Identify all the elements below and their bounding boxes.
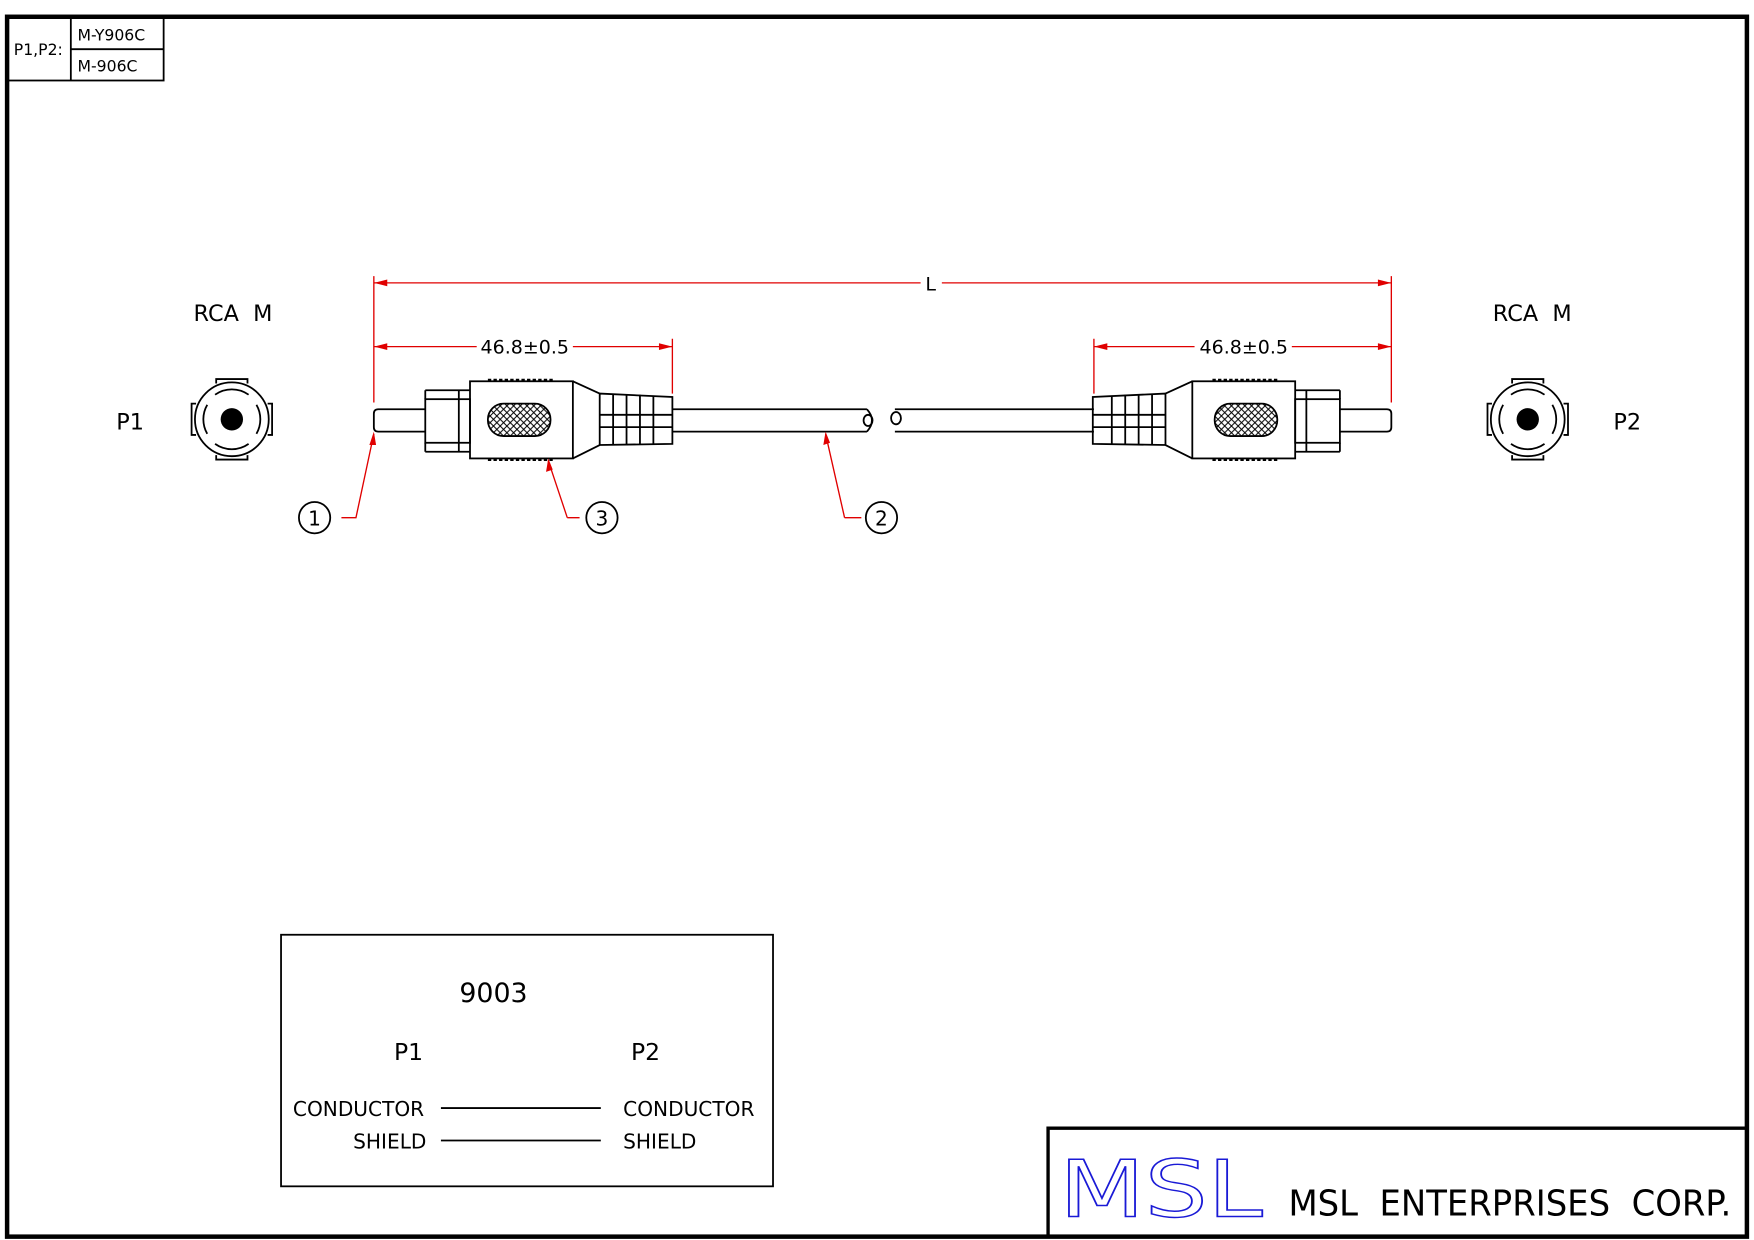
right-rca-plug <box>1091 378 1393 461</box>
cable-assembly <box>372 378 1393 461</box>
wiring-title: 9003 <box>459 978 527 1009</box>
wiring-left-pin: SHIELD <box>353 1129 426 1153</box>
p2-label: P2 <box>1613 409 1641 435</box>
cable <box>672 408 1094 433</box>
wiring-right-pin: CONDUCTOR <box>623 1097 754 1121</box>
overall-length-label: L <box>925 274 936 296</box>
callouts: 1 2 3 <box>298 431 899 535</box>
part-number: M-Y906C <box>78 25 146 44</box>
part-number: M-906C <box>78 57 138 76</box>
wiring-left-pin: CONDUCTOR <box>293 1097 424 1121</box>
rca-face-icon <box>1486 378 1569 461</box>
p2-type-label: RCA M <box>1493 301 1572 327</box>
left-rca-plug <box>372 378 674 461</box>
p1-end-view: RCA M P1 <box>116 301 273 461</box>
callout-2: 2 <box>875 507 888 531</box>
wiring-diagram: 9003 P1 P2 CONDUCTOR CONDUCTOR SHIELD SH… <box>280 933 774 1188</box>
title-block: MSL MSL ENTERPRISES CORP. <box>1046 1126 1747 1237</box>
callout-3: 3 <box>596 507 609 531</box>
part-table-label: P1,P2: <box>14 40 63 59</box>
callout-1: 1 <box>308 507 321 531</box>
msl-logo: MSL <box>1059 1145 1263 1236</box>
company-name: MSL ENTERPRISES CORP. <box>1288 1183 1731 1224</box>
right-plug-dimension: 46.8±0.5 <box>1200 336 1288 358</box>
p1-label: P1 <box>116 409 144 435</box>
part-number-table: P1,P2: M-Y906C M-906C <box>6 16 165 82</box>
left-plug-dimension: 46.8±0.5 <box>481 336 569 358</box>
p2-end-view: RCA M P2 <box>1486 301 1641 461</box>
wiring-left-header: P1 <box>394 1038 423 1066</box>
wiring-right-pin: SHIELD <box>623 1129 696 1153</box>
sheet-border <box>4 14 1750 1239</box>
dimension-lines: L 46.8±0.5 46.8±0.5 <box>373 274 1393 403</box>
rca-face-icon <box>190 378 273 461</box>
p1-type-label: RCA M <box>194 301 273 327</box>
wiring-right-header: P2 <box>631 1038 660 1066</box>
